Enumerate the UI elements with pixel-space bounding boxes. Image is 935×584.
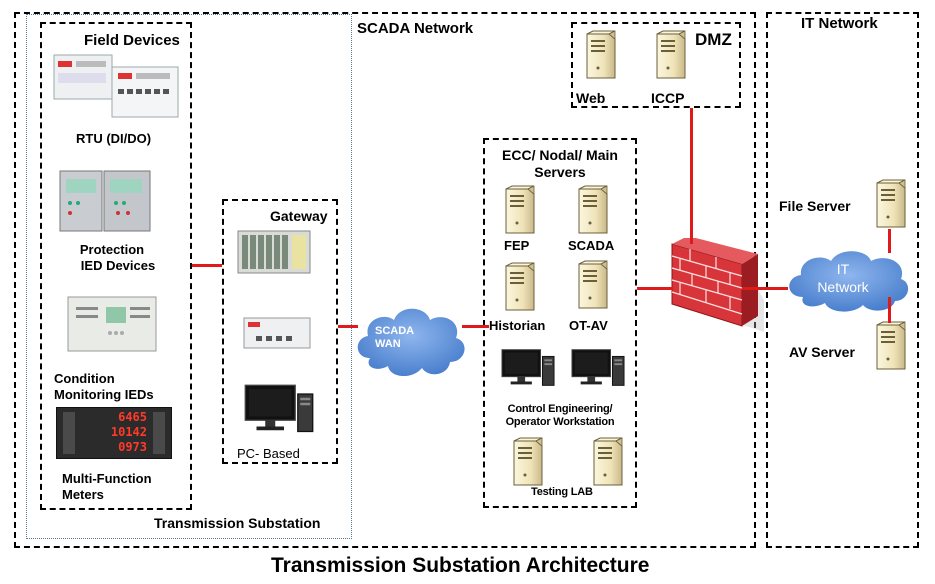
- fep-server-icon: [500, 185, 536, 235]
- iccp-server-label: ICCP: [651, 90, 685, 106]
- field-devices-label: Field Devices: [84, 32, 180, 49]
- link-firewall-to-it: [742, 287, 788, 290]
- scada-wan-line2: WAN: [375, 338, 401, 350]
- link-gateway-to-wan: [338, 325, 358, 328]
- dmz-zone: [571, 22, 741, 108]
- transmission-substation-zone: [26, 14, 352, 539]
- historian-server-icon: [500, 262, 536, 312]
- iccp-server-icon: [651, 30, 687, 80]
- workstation-label-line2: Operator Workstation: [505, 416, 615, 428]
- ot-av-label: OT-AV: [569, 318, 608, 333]
- condition-label-line1: Condition: [54, 371, 115, 386]
- field-devices-zone: [40, 22, 192, 510]
- protection-label-line1: Protection: [79, 242, 145, 257]
- pc-based-label: PC- Based: [237, 446, 300, 461]
- file-server-label: File Server: [779, 198, 851, 214]
- link-ecc-to-firewall: [637, 287, 673, 290]
- rtu-label: RTU (DI/DO): [76, 131, 152, 146]
- scada-network-label: SCADA Network: [357, 20, 474, 37]
- meter-readout-1: 6465: [118, 410, 147, 424]
- condition-label-line2: Monitoring IEDs: [54, 387, 154, 402]
- firewall-icon: [671, 238, 764, 332]
- meter-readout-2: 10142: [110, 425, 147, 439]
- it-network-cloud-icon: [789, 251, 909, 312]
- scada-server-label: SCADA: [568, 238, 615, 253]
- link-firewall-to-dmz: [690, 108, 693, 244]
- web-server-label: Web: [576, 90, 606, 106]
- historian-label: Historian: [489, 318, 546, 333]
- workstation-1-icon: [501, 348, 555, 388]
- gateway-pc-icon: [244, 384, 314, 434]
- link-it-to-av-server: [888, 297, 891, 323]
- page-title: Transmission Substation Architecture: [271, 554, 650, 577]
- testing-lab-server-2-icon: [588, 437, 624, 487]
- multi-function-meter-icon: 6465 10142 0973: [56, 407, 172, 459]
- protection-ied-icon: [59, 170, 151, 232]
- ecc-label-line2: Servers: [534, 164, 586, 180]
- scada-wan-line1: SCADA: [375, 325, 415, 337]
- scada-server-icon: [573, 185, 609, 235]
- link-wan-to-ecc: [462, 325, 489, 328]
- dmz-label: DMZ: [695, 30, 732, 49]
- mfm-label-line2: Meters: [62, 487, 104, 502]
- transmission-substation-label: Transmission Substation: [154, 515, 321, 531]
- link-field-to-gateway: [192, 264, 222, 267]
- ecc-zone: [483, 138, 637, 508]
- fep-label: FEP: [504, 238, 530, 253]
- workstation-label-line1: Control Engineering/: [507, 403, 613, 415]
- gateway-zone: [222, 199, 338, 464]
- workstation-2-icon: [571, 348, 625, 388]
- it-network-label: IT Network: [801, 15, 878, 32]
- gateway-unit-icon: [243, 317, 311, 349]
- testing-lab-label: Testing LAB: [531, 486, 593, 498]
- meter-readout-3: 0973: [118, 440, 147, 454]
- it-network-zone: [766, 12, 919, 548]
- av-server-label: AV Server: [789, 344, 855, 360]
- web-server-icon: [581, 30, 617, 80]
- testing-lab-server-1-icon: [508, 437, 544, 487]
- mfm-label-line1: Multi-Function: [62, 471, 152, 486]
- protection-label-line2: IED Devices: [80, 258, 156, 273]
- condition-monitoring-ied-icon: [67, 296, 157, 352]
- av-server-icon: [871, 321, 907, 371]
- rtu-device-icon: [53, 54, 179, 118]
- ecc-label-line1: ECC/ Nodal/ Main: [502, 147, 618, 163]
- it-network-cloud-line2: Network: [817, 279, 869, 295]
- link-it-to-file-server: [888, 229, 891, 253]
- gateway-label: Gateway: [270, 208, 328, 224]
- ot-av-server-icon: [573, 260, 609, 310]
- it-network-cloud-line1: IT: [836, 261, 850, 277]
- file-server-icon: [871, 179, 907, 229]
- scada-wan-cloud-icon: [357, 308, 465, 377]
- gateway-rack-icon: [237, 230, 311, 274]
